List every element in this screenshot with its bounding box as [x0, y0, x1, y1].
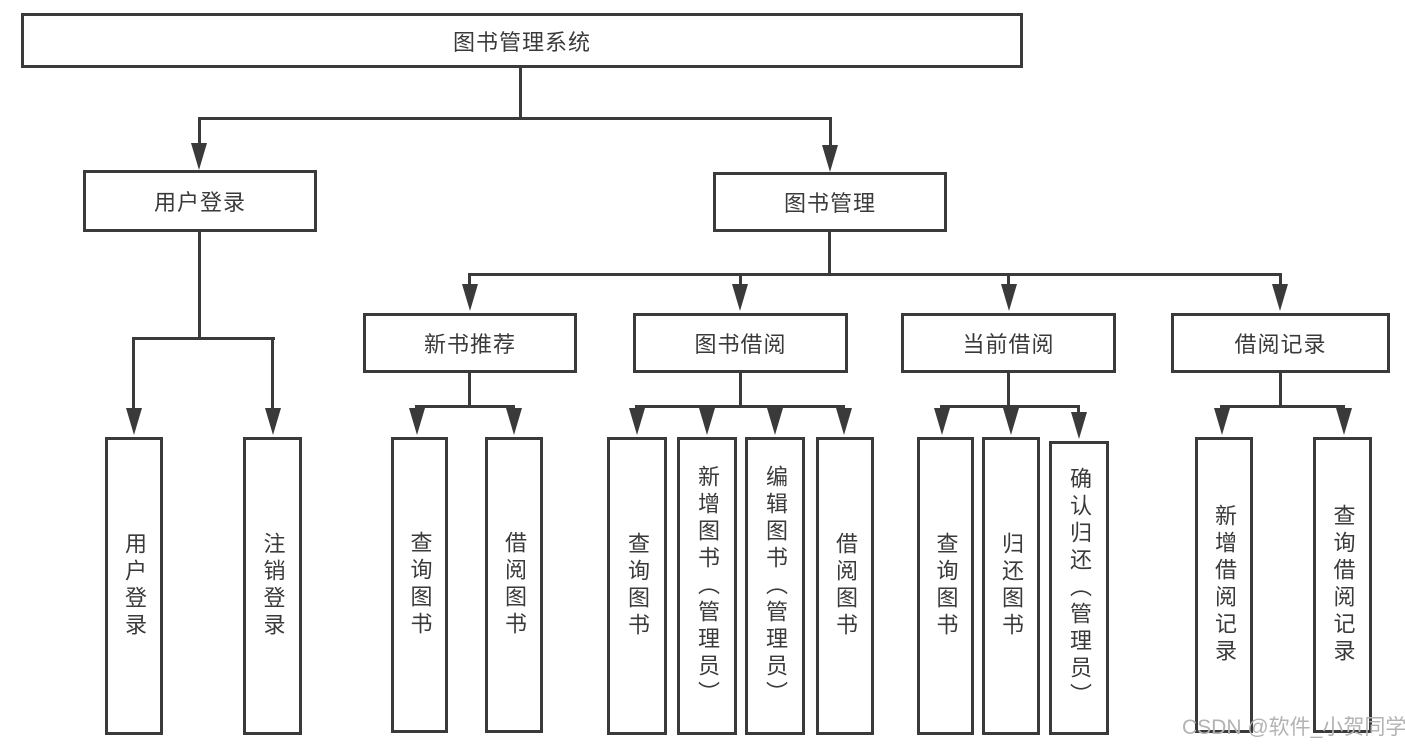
- node-label: 借阅记录: [1234, 332, 1327, 357]
- connector-line: [468, 373, 471, 408]
- connector-line: [519, 68, 522, 120]
- node-label: 新增借阅记录: [1212, 504, 1237, 666]
- arrow-down-icon: [126, 408, 142, 435]
- node-query-books-current: 查询图书: [917, 437, 974, 735]
- csdn-watermark: CSDN @软件_小贺同学: [1182, 716, 1405, 739]
- arrow-down-icon: [732, 284, 748, 311]
- node-book-borrowing: 图书借阅: [633, 313, 848, 373]
- node-borrow-books-recommend: 借阅图书: [485, 437, 543, 733]
- connector-line: [132, 337, 275, 340]
- node-current-borrowing: 当前借阅: [901, 313, 1116, 373]
- node-label: 图书管理系统: [452, 29, 591, 55]
- arrow-down-icon: [767, 408, 783, 435]
- node-add-books-admin: 新增图书（管理员）: [677, 437, 737, 735]
- node-label: 图书管理: [783, 191, 876, 216]
- connector-line: [829, 117, 832, 147]
- connector-line: [468, 273, 471, 287]
- node-add-borrow-record: 新增借阅记录: [1195, 437, 1253, 733]
- node-borrowing-records: 借阅记录: [1171, 313, 1390, 373]
- node-user-login: 用户登录: [83, 170, 317, 232]
- node-label: 图书借阅: [694, 332, 787, 357]
- connector-line: [1007, 372, 1010, 408]
- connector-line: [1007, 273, 1010, 287]
- arrow-down-icon: [191, 143, 207, 170]
- node-label: 编辑图书（管理员）: [763, 464, 788, 708]
- arrow-down-icon: [1071, 412, 1087, 439]
- node-user-login-leaf: 用户登录: [105, 437, 163, 735]
- node-label: 借阅图书: [502, 531, 527, 639]
- node-query-books-borrowing: 查询图书: [607, 437, 667, 735]
- connector-line: [1279, 373, 1282, 408]
- node-label: 借阅图书: [833, 532, 858, 640]
- node-logout: 注销登录: [243, 437, 302, 735]
- connector-line: [198, 232, 201, 340]
- connector-line: [132, 337, 135, 413]
- node-label: 归还图书: [999, 532, 1024, 640]
- node-label: 查询图书: [933, 532, 959, 640]
- connector-line: [635, 405, 845, 408]
- connector-line: [415, 405, 515, 408]
- arrow-down-icon: [462, 284, 478, 311]
- node-label: 确认归还（管理员）: [1067, 466, 1092, 710]
- node-label: 用户登录: [122, 532, 147, 640]
- arrow-down-icon: [1001, 284, 1017, 311]
- node-borrow-books: 借阅图书: [816, 437, 874, 735]
- arrow-down-icon: [934, 408, 950, 435]
- arrow-down-icon: [265, 408, 281, 435]
- node-label: 用户登录: [153, 190, 246, 215]
- arrow-down-icon: [822, 145, 838, 172]
- connector-line: [1077, 405, 1080, 413]
- node-return-books: 归还图书: [982, 437, 1040, 735]
- node-query-books-recommend: 查询图书: [391, 437, 448, 733]
- arrow-down-icon: [1214, 408, 1230, 435]
- arrow-down-icon: [409, 408, 425, 435]
- node-label: 新书推荐: [423, 332, 516, 357]
- node-label: 当前借阅: [962, 332, 1055, 357]
- connector-line: [828, 232, 831, 276]
- connector-line: [739, 273, 742, 287]
- arrow-down-icon: [629, 408, 645, 435]
- connector-line: [1220, 405, 1345, 408]
- connector-line: [468, 273, 1282, 276]
- connector-line: [198, 117, 832, 120]
- node-new-book-recommend: 新书推荐: [363, 313, 577, 373]
- arrow-down-icon: [699, 408, 715, 435]
- connector-line: [271, 337, 274, 413]
- arrow-down-icon: [1003, 408, 1019, 435]
- node-library-system-root: 图书管理系统: [21, 13, 1023, 68]
- connector-line: [739, 373, 742, 408]
- arrow-down-icon: [506, 408, 522, 435]
- node-label: 新增图书（管理员）: [695, 464, 720, 708]
- node-book-management: 图书管理: [713, 172, 947, 232]
- node-label: 查询借阅记录: [1330, 504, 1356, 666]
- node-label: 查询图书: [625, 532, 650, 640]
- node-label: 注销登录: [260, 532, 286, 640]
- arrow-down-icon: [1272, 284, 1288, 311]
- connector-line: [1279, 273, 1282, 287]
- node-edit-books-admin: 编辑图书（管理员）: [745, 437, 805, 735]
- connector-line: [198, 117, 201, 147]
- arrow-down-icon: [1336, 408, 1352, 435]
- arrow-down-icon: [836, 408, 852, 435]
- node-confirm-return-admin: 确认归还（管理员）: [1049, 441, 1109, 735]
- node-query-borrow-record: 查询借阅记录: [1313, 437, 1372, 733]
- node-label: 查询图书: [407, 531, 433, 639]
